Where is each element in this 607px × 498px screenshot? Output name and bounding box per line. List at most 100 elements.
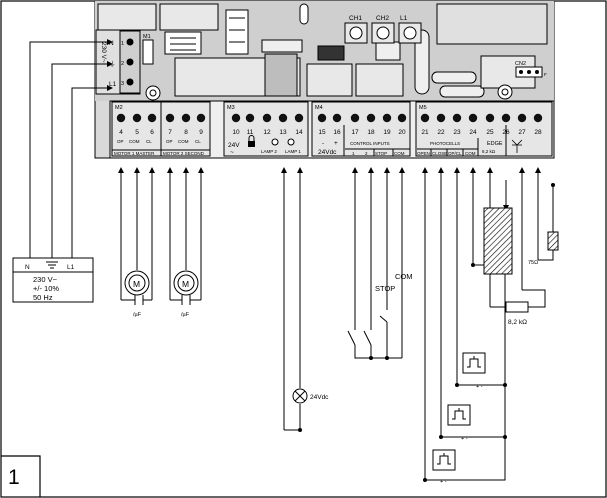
m1-num-3: 3 xyxy=(121,81,124,87)
sensing-edge xyxy=(483,207,513,275)
m4-screw-4 xyxy=(366,113,376,123)
m4-terminal-number: 17 xyxy=(351,129,359,136)
m4-terminal-number: 20 xyxy=(398,129,406,136)
m4-screw-2 xyxy=(332,113,342,123)
m4-control-inputs: CONTROL INPUTS xyxy=(350,141,390,146)
m5-open: OPEN xyxy=(417,151,430,156)
photocell-3: + - xyxy=(432,449,456,485)
m2-com2: COM xyxy=(178,139,189,144)
board-l1-label: L1 xyxy=(400,15,408,22)
m3-label: M3 xyxy=(227,105,235,111)
m2-screw-3 xyxy=(147,113,157,123)
m4-input-1: 1 xyxy=(352,151,355,156)
lamp-label: 24Vdc xyxy=(310,394,329,401)
motor-2-symbol: M xyxy=(182,279,189,289)
m5-terminal-number: 23 xyxy=(453,129,461,136)
m2-op1: OP xyxy=(117,139,124,144)
m5-screw-2 xyxy=(436,113,446,123)
m2-screw-5 xyxy=(181,113,191,123)
m2-motor2-label: MOTOR 2 SECOND xyxy=(163,151,205,156)
m5-screw-7 xyxy=(517,113,527,123)
junction-dots xyxy=(298,263,507,482)
m1-num-1: 1 xyxy=(121,41,124,47)
m5-close: CLOSE xyxy=(432,151,447,156)
resistor-8k2 xyxy=(505,301,529,313)
photocell-1-pm: + - xyxy=(476,384,483,390)
m5-opcl: OP/CL xyxy=(448,151,462,156)
resistor-75 xyxy=(547,231,559,251)
m4-plus: + xyxy=(334,140,338,147)
motor-wiring xyxy=(118,167,204,305)
com-label: COM xyxy=(395,272,413,281)
ch2-label: CH2 xyxy=(376,15,389,22)
m2-screw-6 xyxy=(196,113,206,123)
m4-stop: STOP xyxy=(375,151,387,156)
m1-voltage: 230 V~ xyxy=(100,42,107,63)
cn2-label: CN2 xyxy=(515,61,526,67)
m3-screw-4 xyxy=(278,113,288,123)
mains-line2: +/- 10% xyxy=(33,284,59,293)
m3-terminal-block: M3 24V ~ LAMP 2 LAMP 1 xyxy=(223,101,309,157)
m4-screw-5 xyxy=(382,113,392,123)
m5-screw-6 xyxy=(501,113,511,123)
mains-line1: 230 V~ xyxy=(33,275,58,284)
m4-terminal-number: 16 xyxy=(333,129,341,136)
mains-line3: 50 Hz xyxy=(33,293,53,302)
m4-terminal-number: 15 xyxy=(318,129,326,136)
m2-screw-2 xyxy=(132,113,142,123)
m5-label: M5 xyxy=(419,105,427,111)
m5-edge-value: 8,2 kΩ xyxy=(482,149,496,154)
mains-wiring xyxy=(29,39,113,258)
m5-screw-4 xyxy=(468,113,478,123)
m2-pin-labels: OP COM CL OP COM CL xyxy=(117,139,201,144)
m3-terminal-number: 12 xyxy=(263,129,271,136)
m2-terminal-number: 9 xyxy=(199,129,203,136)
photocell-1: + - xyxy=(462,352,486,390)
m4-com: COM xyxy=(394,151,405,156)
m3-screw-5 xyxy=(294,113,304,123)
m5-edge: EDGE xyxy=(487,141,503,147)
motor-2-cap: /µF xyxy=(181,312,190,318)
m5-screw-3 xyxy=(452,113,462,123)
m3-screw-3 xyxy=(262,113,272,123)
m3-lamp2: LAMP 2 xyxy=(261,149,277,154)
m2-label: M2 xyxy=(115,105,123,111)
m2-terminal-number: 4 xyxy=(119,129,123,136)
resistor-75-label: 75Ω xyxy=(528,260,538,266)
figure-number-box xyxy=(1,455,41,497)
m4-terminal-block: M4 - + 24Vdc CONTROL INPUTS 1 2 STOP COM xyxy=(311,101,411,157)
motor-1-cap: /µF xyxy=(133,312,142,318)
photocell-2-pm: + - xyxy=(461,436,468,442)
m4-screw-3 xyxy=(350,113,360,123)
m2-terminal-number: 7 xyxy=(168,129,172,136)
cn2-f-label: F xyxy=(544,72,547,77)
m2-op2: OP xyxy=(166,139,173,144)
m5-screw-5 xyxy=(485,113,495,123)
m2-terminal-number: 8 xyxy=(184,129,188,136)
m5-terminal-number: 27 xyxy=(518,129,526,136)
m5-com: COM xyxy=(465,151,476,156)
terminal-screws xyxy=(116,113,543,123)
m2-cl2: CL xyxy=(195,139,201,144)
m1-num-2: 2 xyxy=(121,61,124,67)
m2-terminal-number: 6 xyxy=(150,129,154,136)
m2-com1: COM xyxy=(129,139,140,144)
m2-terminal-block: M2 MOTOR 1 MASTER MOTOR 2 SECOND xyxy=(111,101,211,157)
m5-terminal-number: 28 xyxy=(534,129,542,136)
m4-screw-1 xyxy=(317,113,327,123)
motor-1: M /µF xyxy=(124,270,150,318)
m4-terminal-number: 19 xyxy=(383,129,391,136)
m5-screw-8 xyxy=(533,113,543,123)
m1-pin-l1: L1 xyxy=(109,81,117,88)
m4-minus: - xyxy=(322,140,324,147)
m4-label: M4 xyxy=(315,105,323,111)
control-wiring xyxy=(347,167,405,359)
photocell-2: + - xyxy=(447,404,471,442)
control-board: CH1 CH2 L1 CN2 F M1 230 V~ N ⏚ L1 1 2 3 … xyxy=(94,0,555,159)
m2-cl1: CL xyxy=(146,139,152,144)
stop-label: STOP xyxy=(375,284,395,293)
m5-terminal-number: 24 xyxy=(469,129,477,136)
